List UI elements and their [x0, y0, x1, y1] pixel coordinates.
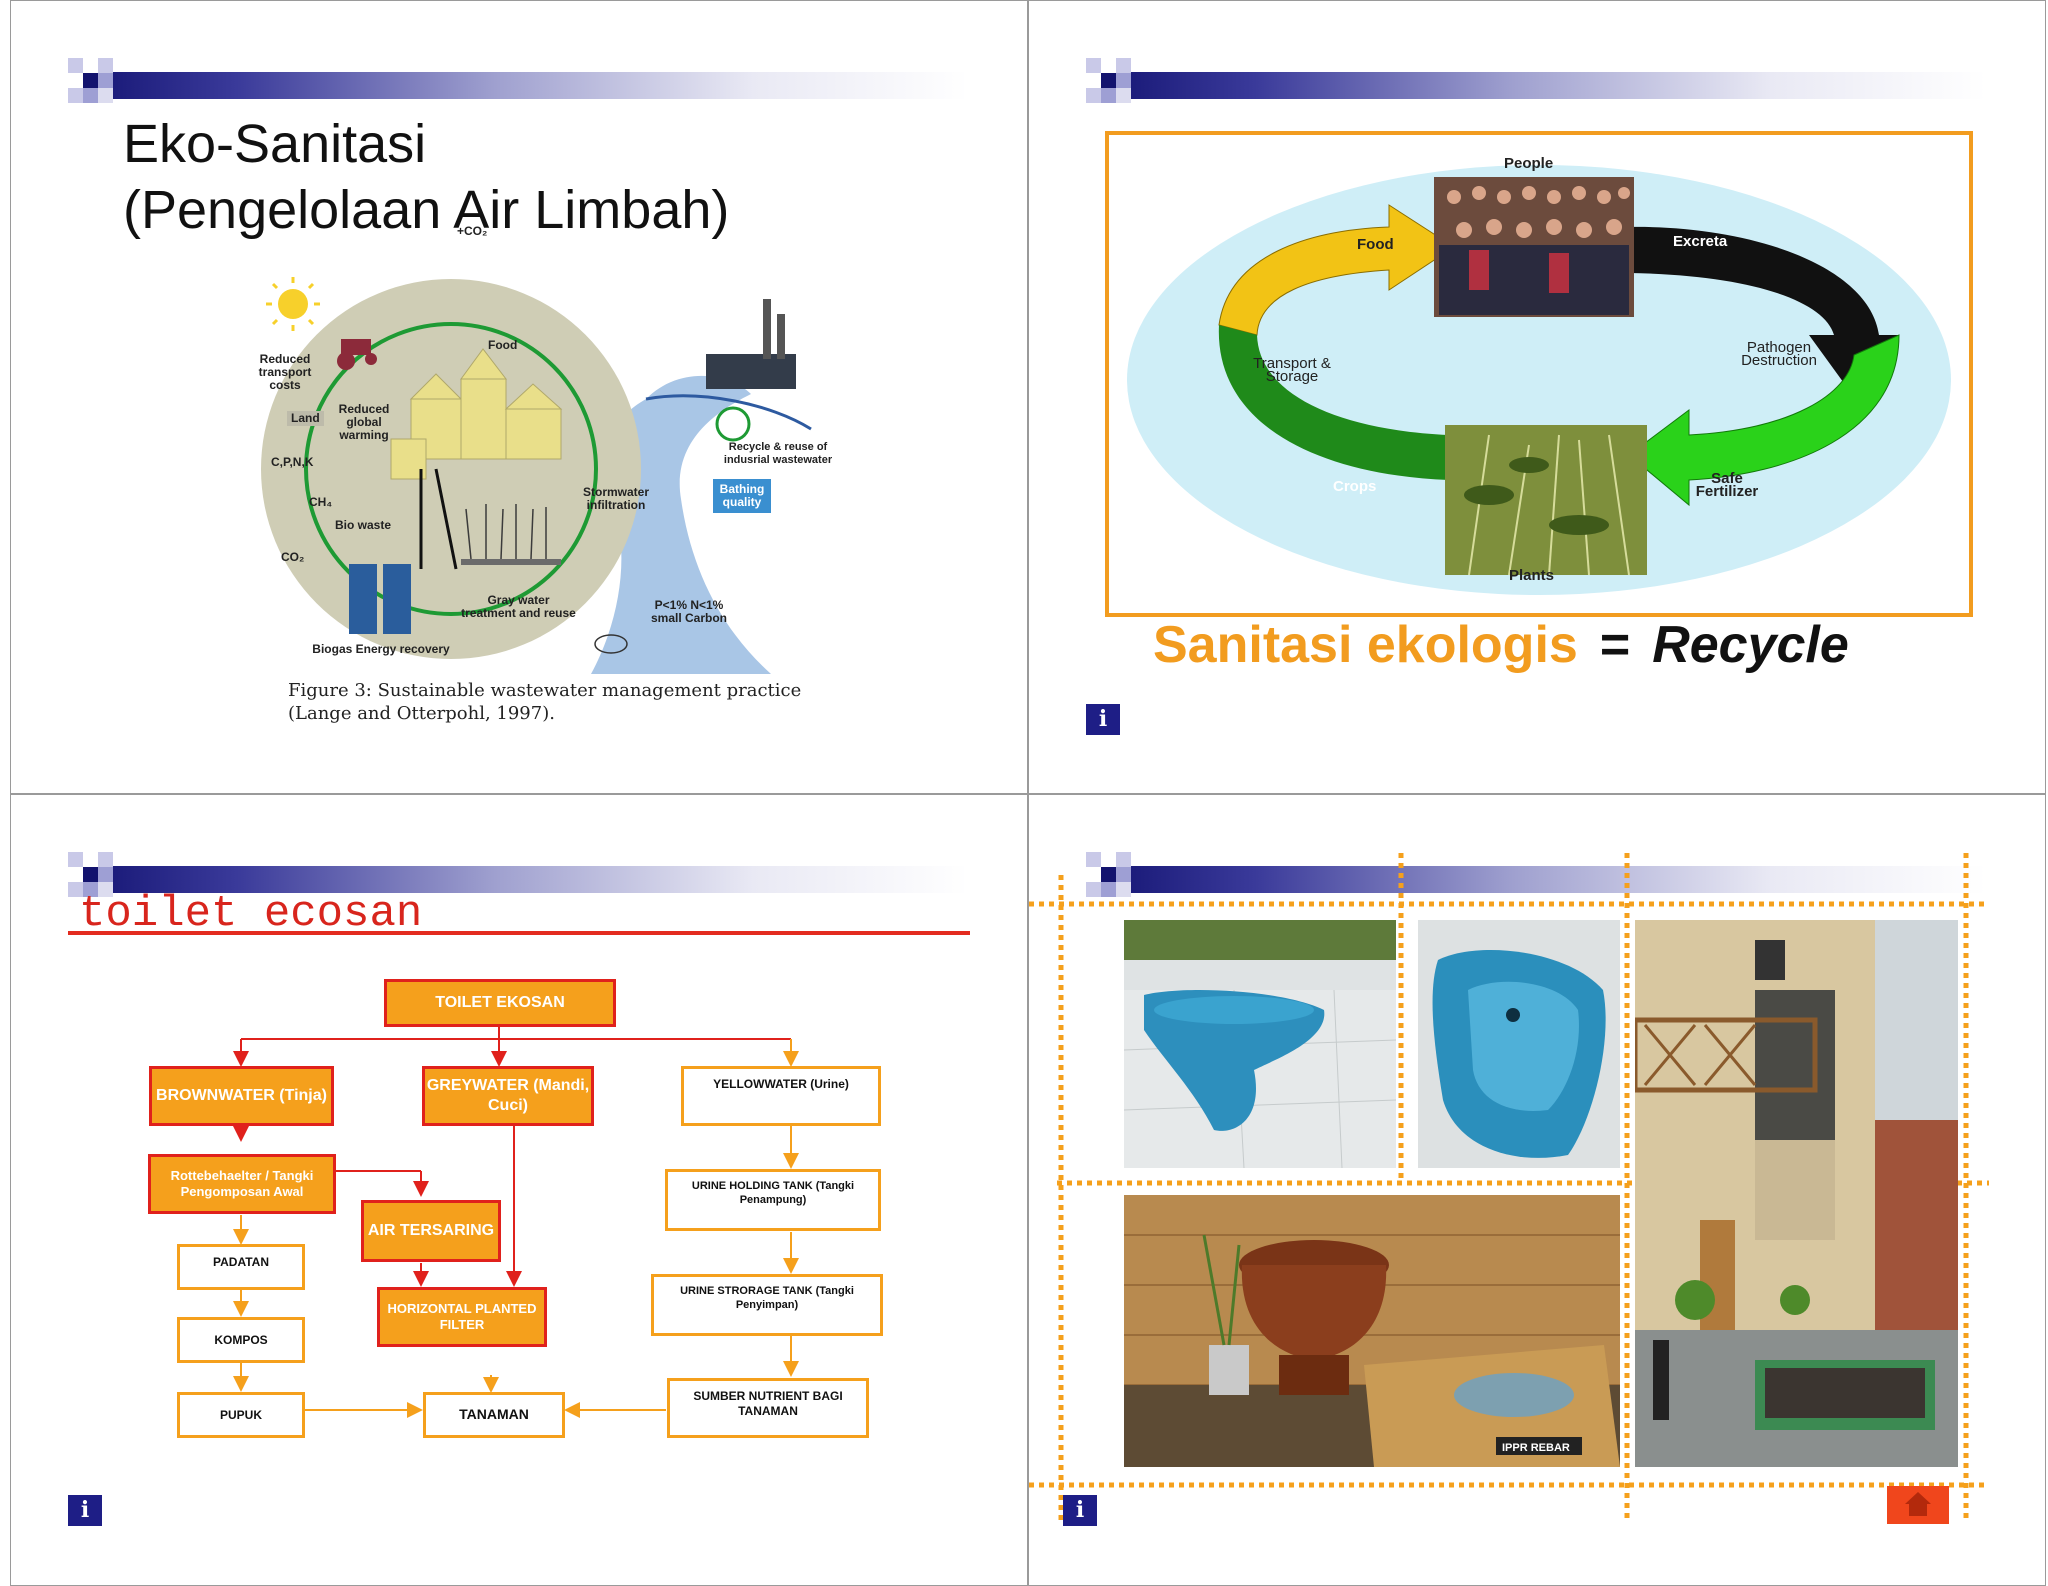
info-icon[interactable]: i — [1086, 704, 1120, 735]
node-sumber-nutrient: SUMBER NUTRIENT BAGI TANAMAN — [667, 1378, 869, 1438]
title-line-2: (Pengelolaan Air Limbah) — [123, 180, 730, 240]
label-nutrients: P<1% N<1% small Carbon — [650, 598, 728, 625]
flowchart-connectors — [233, 1027, 799, 1418]
label-ch4: CH₄ — [309, 495, 333, 509]
info-icon[interactable]: i — [1063, 1495, 1097, 1526]
label-land: Land — [287, 411, 324, 426]
figure-caption-line-1: Figure 3: Sustainable wastewater managem… — [288, 680, 802, 701]
slide-header-bar — [1086, 58, 1986, 104]
slide-ecosan-photos: IPPR REBAR i — [1028, 794, 2046, 1586]
caption-equals: = — [1599, 616, 1631, 674]
node-horizontal-planted-filter: HORIZONTAL PLANTED FILTER — [377, 1287, 547, 1347]
label-cpnk: C,P,N,K — [271, 455, 314, 469]
cycle-label-pathogen: Pathogen Destruction — [1741, 339, 1817, 369]
node-rottebehaelter: Rottebehaelter / Tangki Pengomposan Awal — [148, 1154, 336, 1214]
label-co2: CO₂ — [281, 550, 305, 564]
cycle-label-safe-fertilizer: Safe Fertilizer — [1695, 470, 1759, 500]
slide-title: toilet ecosan — [79, 889, 423, 939]
label-stormwater: Stormwater infiltration — [582, 485, 650, 512]
photo-blue-squat-toilet — [1418, 920, 1620, 1168]
cycle-label-transport: Transport & Storage — [1253, 355, 1331, 385]
photo-house-building — [1635, 920, 1958, 1467]
cycle-frame: People Food Excreta Transport & Storage … — [1105, 131, 1973, 617]
slide-header-bar — [1086, 852, 1986, 898]
node-yellowwater: YELLOWWATER (Urine) — [681, 1066, 881, 1126]
photo-blue-urinal — [1124, 920, 1396, 1168]
info-icon[interactable]: i — [68, 1495, 102, 1526]
cycle-label-food: Food — [1357, 236, 1394, 253]
node-kompos: KOMPOS — [177, 1317, 305, 1363]
home-icon[interactable] — [1887, 1486, 1949, 1524]
slide-ecological-sanitation-cycle: People Food Excreta Transport & Storage … — [1028, 0, 2046, 794]
node-pupuk: PUPUK — [177, 1392, 305, 1438]
slide-eko-sanitasi: Eko-Sanitasi (Pengelolaan Air Limbah) — [10, 0, 1028, 794]
figure-caption-line-2: (Lange and Otterpohl, 1997). — [288, 703, 555, 724]
label-food: Food — [488, 338, 518, 352]
label-bio-waste: Bio waste — [335, 518, 392, 532]
slide-header-bar — [68, 58, 968, 104]
node-padatan: PADATAN — [177, 1244, 305, 1290]
label-gray-water: Gray water treatment and reuse — [461, 593, 576, 620]
slide-caption: Sanitasi ekologis = Recycle — [1153, 615, 1849, 675]
label-biogas: Biogas Energy recovery — [312, 642, 450, 656]
cycle-label-excreta: Excreta — [1673, 233, 1728, 250]
label-bathing: Bathing quality — [719, 482, 765, 509]
cycle-label-plants: Plants — [1509, 567, 1555, 584]
caption-sanitasi-ekologis: Sanitasi ekologis — [1153, 616, 1578, 674]
node-urine-storage-tank: URINE STRORAGE TANK (Tangki Penyimpan) — [651, 1274, 883, 1336]
title-line-1: Eko-Sanitasi — [123, 114, 427, 174]
node-air-tersaring: AIR TERSARING — [361, 1200, 501, 1262]
node-toilet-ekosan: TOILET EKOSAN — [384, 979, 616, 1027]
node-tanaman: TANAMAN — [423, 1392, 565, 1438]
title-underline — [68, 931, 970, 935]
cycle-label-crops: Crops — [1333, 478, 1377, 495]
figure-caption: Figure 3: Sustainable wastewater managem… — [288, 679, 801, 725]
svg-text:IPPR REBAR: IPPR REBAR — [1502, 1442, 1570, 1454]
recycle-cycle-diagram — [1127, 165, 1951, 595]
wastewater-management-figure — [261, 277, 812, 674]
slide-toilet-ecosan: toilet ecosan TOI — [10, 794, 1028, 1586]
node-brownwater: BROWNWATER (Tinja) — [149, 1066, 334, 1126]
label-reduced-transport: Reduced transport costs — [258, 352, 312, 392]
label-recycle: Recycle & reuse of indusrial wastewater — [723, 441, 833, 466]
slide-header-bar — [68, 852, 968, 898]
label-co2-top: +CO₂ — [457, 224, 488, 238]
cycle-label-people: People — [1504, 155, 1554, 172]
photo-bathroom-pot: IPPR REBAR — [1124, 1195, 1620, 1467]
node-greywater: GREYWATER (Mandi, Cuci) — [422, 1066, 594, 1126]
node-urine-holding-tank: URINE HOLDING TANK (Tangki Penampung) — [665, 1169, 881, 1231]
slide-title: Eko-Sanitasi (Pengelolaan Air Limbah) — [123, 111, 729, 243]
label-reduced-warming: Reduced global warming — [338, 402, 390, 442]
dotted-grid-lines — [1029, 853, 1989, 1520]
caption-recycle: Recycle — [1652, 616, 1849, 674]
